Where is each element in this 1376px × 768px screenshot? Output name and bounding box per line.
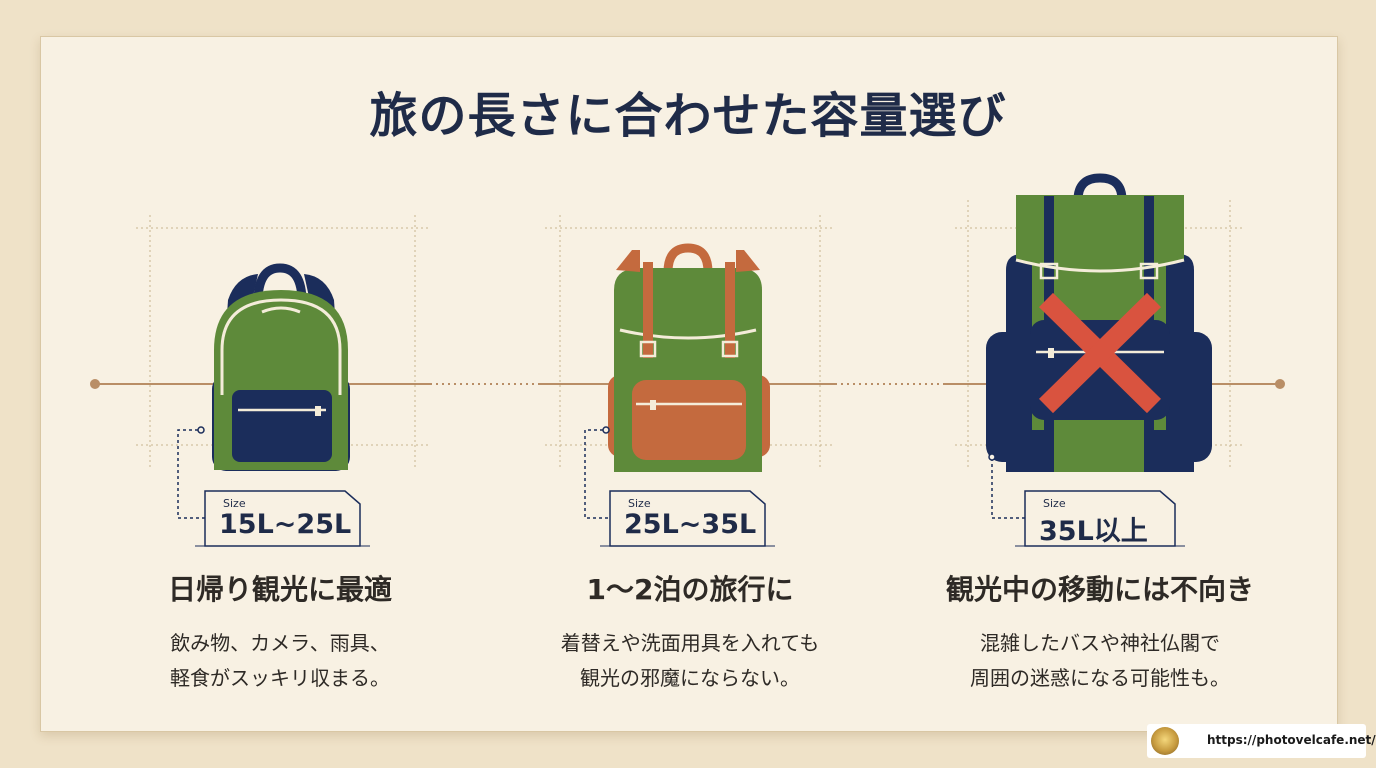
site-credit[interactable]: https://photovelcafe.net/ — [1147, 724, 1376, 758]
callout-connectors — [177, 429, 1025, 519]
large-backpack-icon — [986, 173, 1212, 472]
column-heading: 1～2泊の旅行に — [586, 573, 794, 606]
size-tag: Size 25L~35L — [610, 491, 756, 543]
site-url[interactable]: https://photovelcafe.net/ — [1207, 733, 1376, 747]
description-line: 観光の邪魔にならない。 — [580, 666, 800, 690]
description-line: 混雑したバスや神社仏閣で — [980, 631, 1220, 655]
description-line: 軽食がスッキリ収まる。 — [170, 666, 390, 690]
site-logo-icon — [1151, 727, 1179, 755]
size-tag-value: 35L以上 — [1039, 516, 1148, 547]
column-description: 混雑したバスや神社仏閣で 周囲の迷惑になる可能性も。 — [920, 626, 1280, 696]
size-tag-label: Size — [1043, 497, 1066, 510]
cross-mark-icon — [1038, 292, 1162, 414]
description-line: 着替えや洗面用具を入れても — [560, 631, 820, 655]
description-line: 飲み物、カメラ、雨具、 — [170, 631, 390, 655]
callout-dot — [197, 426, 205, 434]
column-description: 着替えや洗面用具を入れても 観光の邪魔にならない。 — [520, 626, 860, 696]
column-large: 観光中の移動には不向き 混雑したバスや神社仏閣で 周囲の迷惑になる可能性も。 — [920, 568, 1280, 696]
column-daytrip: 日帰り観光に最適 飲み物、カメラ、雨具、 軽食がスッキリ収まる。 — [130, 568, 430, 696]
size-tag: Size 35L以上 — [1025, 491, 1171, 547]
timeline-start-dot — [90, 379, 100, 389]
small-backpack-icon — [212, 263, 350, 471]
size-tag-label: Size — [628, 497, 651, 510]
medium-backpack-icon — [608, 243, 770, 472]
description-line: 周囲の迷惑になる可能性も。 — [970, 666, 1230, 690]
size-tag: Size 15L~25L — [205, 491, 351, 543]
callout-dot — [988, 453, 996, 461]
size-tag-value: 25L~35L — [624, 509, 757, 540]
page-title: 旅の長さに合わせた容量選び — [369, 88, 1007, 144]
size-tag-frames — [204, 490, 1176, 547]
column-overnight: 1～2泊の旅行に 着替えや洗面用具を入れても 観光の邪魔にならない。 — [520, 568, 860, 696]
column-heading: 観光中の移動には不向き — [945, 573, 1254, 606]
column-description: 飲み物、カメラ、雨具、 軽食がスッキリ収まる。 — [130, 626, 430, 696]
timeline-end-dot — [1275, 379, 1285, 389]
size-tag-value: 15L~25L — [219, 509, 352, 540]
callout-dot — [602, 426, 610, 434]
size-tag-label: Size — [223, 497, 246, 510]
column-heading: 日帰り観光に最適 — [167, 573, 392, 606]
